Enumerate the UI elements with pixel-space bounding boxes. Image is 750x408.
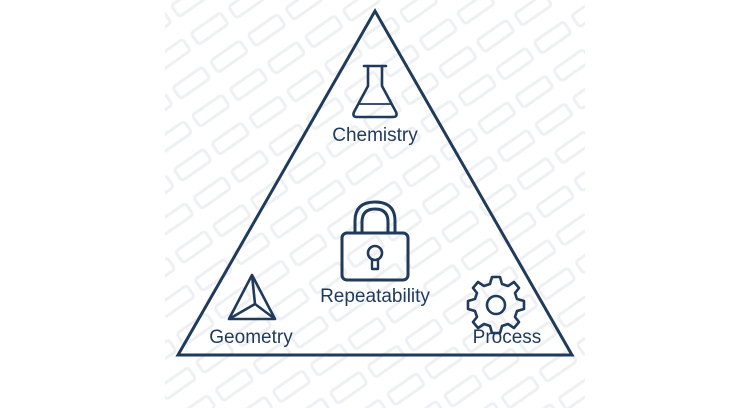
flask-icon xyxy=(352,64,398,119)
process-label: Process xyxy=(473,327,542,348)
chemistry-label: Chemistry xyxy=(332,125,418,146)
gear-icon xyxy=(466,275,526,335)
padlock-icon xyxy=(340,200,410,282)
triangle-outline xyxy=(175,7,575,357)
geometry-label: Geometry xyxy=(209,327,293,348)
pyramid-icon xyxy=(227,273,277,321)
repeatability-label: Repeatability xyxy=(320,286,430,307)
